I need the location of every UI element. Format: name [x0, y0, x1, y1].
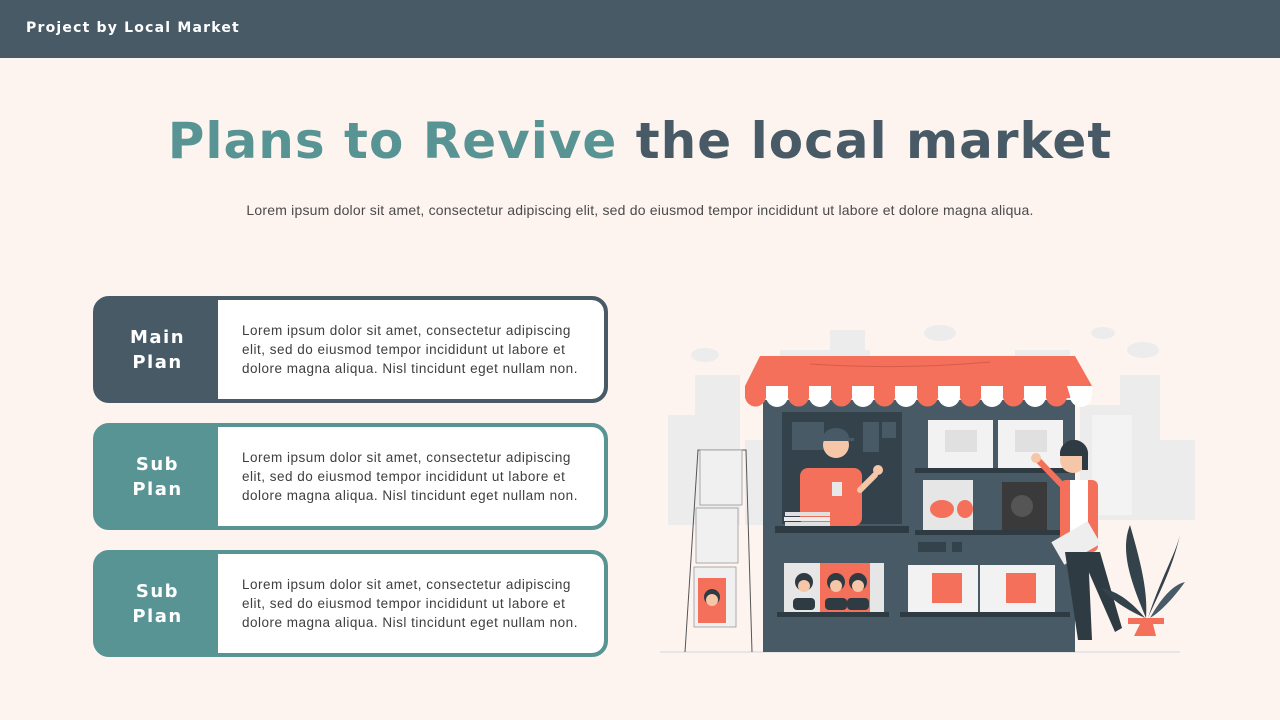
top-bar: Project by Local Market	[0, 0, 1280, 58]
page-title: Plans to Revive the local market	[0, 112, 1280, 170]
plan-description: Lorem ipsum dolor sit amet, consectetur …	[218, 427, 604, 526]
plan-description: Lorem ipsum dolor sit amet, consectetur …	[218, 554, 604, 653]
main-plan-card: Main Plan Lorem ipsum dolor sit amet, co…	[93, 296, 608, 403]
title-rest: the local market	[635, 112, 1113, 170]
sub-plan-card-2: Sub Plan Lorem ipsum dolor sit amet, con…	[93, 550, 608, 657]
plan-label: Sub Plan	[132, 580, 183, 627]
market-kiosk-illustration	[660, 320, 1200, 665]
plan-description: Lorem ipsum dolor sit amet, consectetur …	[218, 300, 604, 399]
plan-label: Main Plan	[129, 326, 186, 373]
brand-label: Project by Local Market	[26, 20, 240, 36]
title-accent: Plans to Revive	[167, 112, 618, 170]
sub-plan-card-1: Sub Plan Lorem ipsum dolor sit amet, con…	[93, 423, 608, 530]
page-subtitle: Lorem ipsum dolor sit amet, consectetur …	[246, 202, 1034, 218]
plan-label: Sub Plan	[132, 453, 183, 500]
